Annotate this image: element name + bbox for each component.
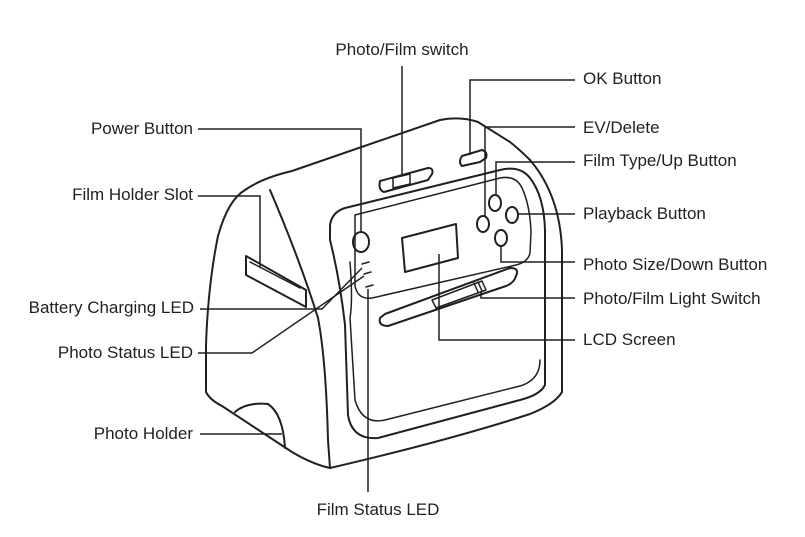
photo-size-down-button [494, 229, 508, 247]
light-switch-track [378, 267, 519, 327]
scanner-body [205, 117, 563, 469]
playback-button [505, 206, 519, 224]
film-type-up-button [488, 194, 502, 212]
leader-lines [198, 66, 575, 492]
scanner-front-crease [349, 261, 541, 422]
scanner-back-edge [529, 159, 563, 393]
label-power-button: Power Button [91, 119, 193, 138]
leader-lcd-screen [438, 254, 575, 341]
label-photo-holder: Photo Holder [94, 424, 194, 443]
label-film-status-led: Film Status LED [317, 500, 440, 519]
lcd-screen [401, 223, 459, 273]
label-photo-size-down-button: Photo Size/Down Button [583, 255, 767, 274]
label-film-type-up-button: Film Type/Up Button [583, 151, 737, 170]
photo-film-switch-knob [392, 173, 411, 189]
photo-film-switch [378, 167, 434, 193]
labels: Photo/Film switch OK Button Power Button… [29, 40, 768, 519]
film-status-led [365, 284, 374, 288]
leader-battery-charging-led [200, 267, 363, 310]
label-photo-film-switch: Photo/Film switch [335, 40, 468, 59]
film-holder-slot-inner [249, 261, 301, 289]
film-holder-slot [245, 255, 307, 308]
scanner-bottom-edge [329, 391, 563, 469]
scanner-top-panel [244, 117, 531, 191]
light-switch-slider [431, 280, 487, 309]
ok-button [459, 149, 488, 167]
label-lcd-screen: LCD Screen [583, 330, 676, 349]
label-playback-button: Playback Button [583, 204, 706, 223]
label-film-holder-slot: Film Holder Slot [72, 185, 193, 204]
battery-charging-led [361, 261, 370, 265]
leader-photo-size-down [500, 246, 575, 263]
scanner-control-panel [354, 176, 532, 299]
label-battery-charging-led: Battery Charging LED [29, 298, 194, 317]
leader-photo-status-led [198, 275, 365, 354]
photo-holder-opening [234, 402, 286, 449]
leader-film-type-up [495, 161, 575, 195]
scanner-left-side [205, 189, 331, 469]
leader-light-switch [480, 291, 575, 299]
leader-film-holder-slot [198, 195, 261, 268]
leader-ev-delete [484, 126, 575, 216]
light-switch-grip [473, 281, 483, 293]
label-ev-delete: EV/Delete [583, 118, 660, 137]
label-ok-button: OK Button [583, 69, 661, 88]
leader-ok-button [469, 79, 575, 155]
scanner-controls [352, 149, 519, 288]
label-photo-status-led: Photo Status LED [58, 343, 193, 362]
label-photo-film-light-switch: Photo/Film Light Switch [583, 289, 761, 308]
scanner-front-left-edge [269, 189, 331, 469]
leader-power-button [198, 128, 362, 232]
photo-status-led [363, 271, 372, 275]
scanner-front-face [329, 167, 546, 440]
ev-delete-button [476, 215, 490, 233]
